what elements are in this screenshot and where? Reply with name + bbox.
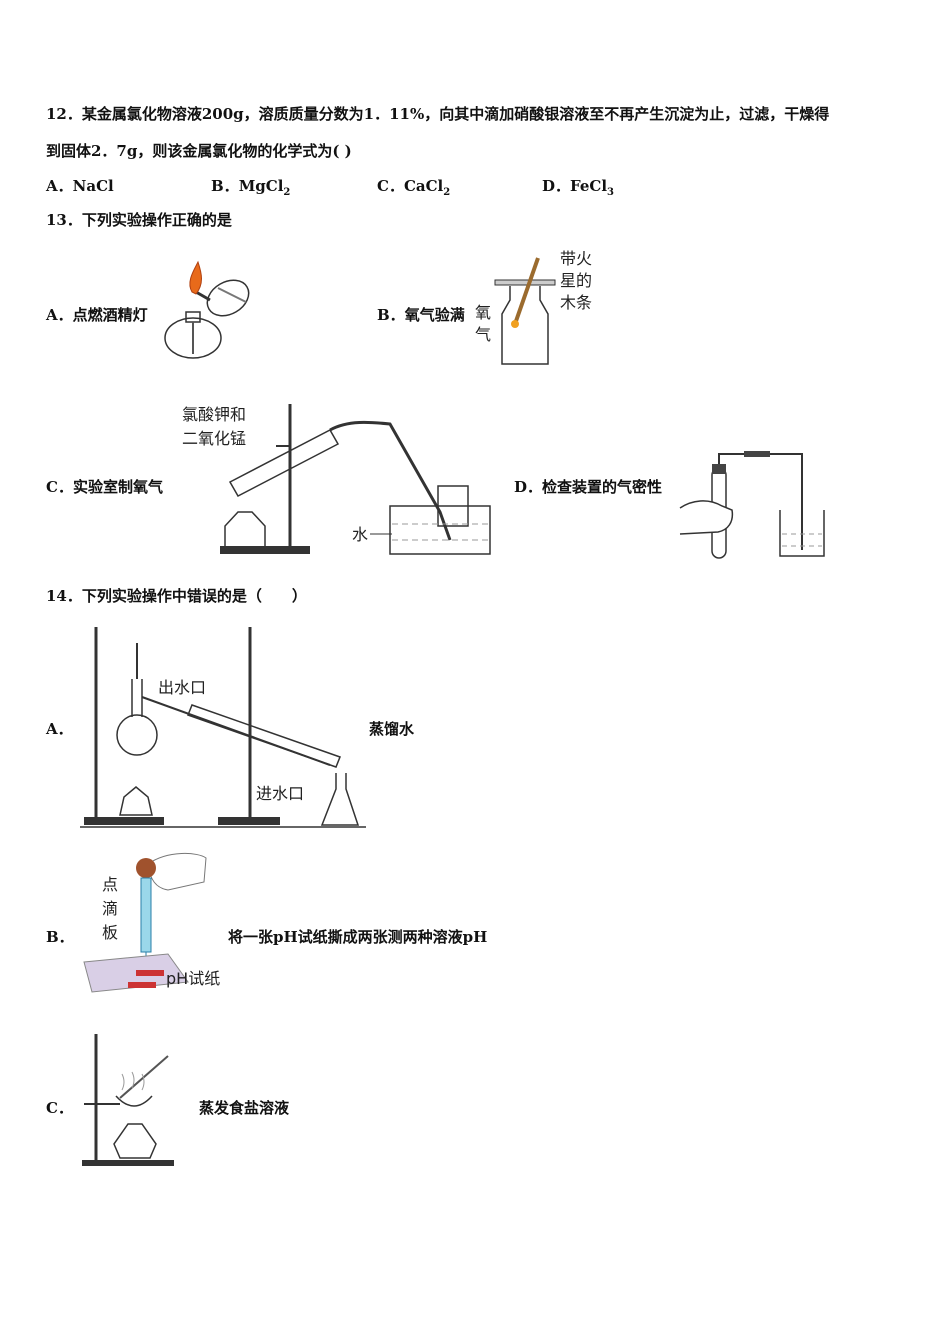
q12-option-b: B．MgCl2 bbox=[211, 177, 291, 198]
q14-option-b-text: 将一张pH试纸撕成两张测两种溶液pH bbox=[228, 928, 488, 946]
fig-label-dot-3: 板 bbox=[102, 923, 118, 942]
ph-test-figure: 点 滴 板 pH试纸 bbox=[83, 852, 220, 993]
q12-option-d: D．FeCl3 bbox=[542, 177, 614, 198]
fig-label-glowing-3: 木条 bbox=[560, 293, 592, 312]
q13-option-a: A．点燃酒精灯 bbox=[46, 306, 148, 324]
q13-stem: 13．下列实验操作正确的是 bbox=[46, 211, 232, 229]
evaporation-figure bbox=[82, 1034, 174, 1166]
fig-label-ph-paper: pH试纸 bbox=[166, 969, 220, 988]
oxygen-full-test-figure: 带火 星的 木条 氧 气 bbox=[475, 249, 592, 365]
fig-label-oxygen-2: 气 bbox=[475, 325, 491, 344]
q14-option-b-letter: B． bbox=[46, 928, 74, 946]
distillation-figure: 出水口 进水口 bbox=[80, 627, 366, 828]
q12-stem-line1: 12．某金属氯化物溶液200g，溶质质量分数为1．11%，向其中滴加硝酸银溶液至… bbox=[46, 105, 830, 123]
q12-option-c: C．CaCl2 bbox=[377, 177, 451, 198]
q12-stem-line2: 到固体2．7g，则该金属氯化物的化学式为( ) bbox=[46, 142, 352, 160]
fig-label-kclo3: 氯酸钾和 bbox=[182, 405, 246, 424]
q14-option-c-letter: C． bbox=[46, 1099, 73, 1117]
q14-option-a-text: 蒸馏水 bbox=[369, 720, 415, 738]
airtightness-check-figure bbox=[679, 451, 825, 559]
fig-label-mno2: 二氧化锰 bbox=[182, 429, 246, 448]
q12-option-a: A．NaCl bbox=[46, 177, 114, 195]
q14-stem: 14．下列实验操作中错误的是（ ） bbox=[46, 587, 307, 605]
oxygen-preparation-figure: 氯酸钾和 二氧化锰 水 bbox=[182, 404, 491, 555]
q13-option-c: C．实验室制氧气 bbox=[46, 478, 163, 496]
fig-label-glowing-1: 带火 bbox=[560, 249, 592, 268]
alcohol-lamp-lighting-figure bbox=[164, 260, 250, 359]
fig-label-glowing-2: 星的 bbox=[560, 271, 592, 290]
q14-option-a-letter: A． bbox=[46, 720, 73, 738]
q14-option-c-text: 蒸发食盐溶液 bbox=[199, 1099, 290, 1117]
fig-label-dot-1: 点 bbox=[102, 875, 118, 894]
fig-label-water-out: 出水口 bbox=[158, 678, 206, 697]
q13-option-d: D．检查装置的气密性 bbox=[514, 478, 663, 496]
fig-label-oxygen-1: 氧 bbox=[475, 303, 491, 322]
q13-option-b: B．氧气验满 bbox=[377, 306, 465, 324]
fig-label-water: 水 bbox=[352, 525, 368, 544]
fig-label-dot-2: 滴 bbox=[102, 899, 118, 918]
fig-label-water-in: 进水口 bbox=[256, 784, 304, 803]
